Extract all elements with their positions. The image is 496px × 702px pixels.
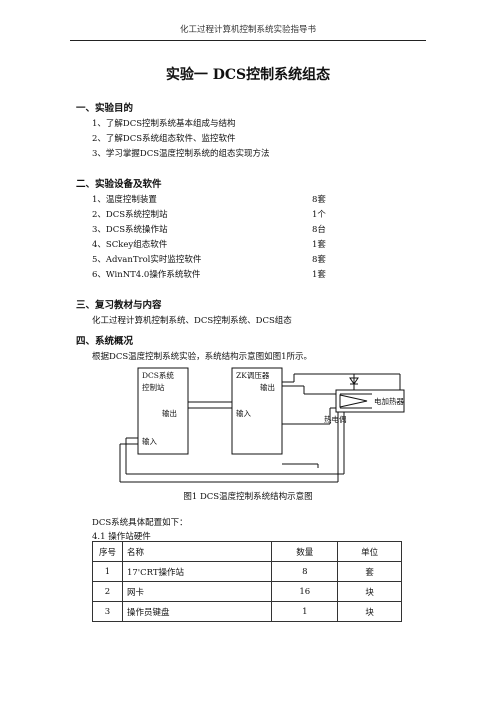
equipment-item: 5、AdvanTrol实时监控软件 [92, 255, 202, 265]
zk-box [231, 367, 283, 455]
table-row: 1 17'CRT操作站 8 套 [92, 561, 402, 582]
table-header-cell: 单位 [337, 541, 402, 562]
section-heading-overview: 四、系统概况 [76, 336, 134, 347]
table-cell: 8 [271, 561, 339, 582]
dcs-output-label: 输出 [162, 409, 177, 418]
materials-text: 化工过程计算机控制系统、DCS控制系统、DCS组态 [92, 316, 292, 326]
equipment-qty: 8套 [312, 195, 326, 205]
table-header-cell: 名称 [121, 541, 273, 562]
overview-text: 根据DCS温度控制系统实验，系统结构示意图如图1所示。 [92, 352, 313, 362]
dcs-input-label: 输入 [142, 437, 157, 446]
table-cell: 操作员键盘 [121, 601, 273, 622]
equipment-qty: 1个 [312, 210, 326, 220]
diagram-lines [119, 367, 405, 483]
dcs-label: DCS系统 [142, 371, 174, 380]
table-cell: 1 [92, 561, 123, 582]
equipment-qty: 1套 [312, 240, 326, 250]
zk-input-label: 输入 [236, 409, 251, 418]
equipment-item: 1、温度控制装置 [92, 195, 157, 205]
thermocouple-label: 热电偶 [324, 415, 347, 424]
equipment-item: 2、DCS系统控制站 [92, 210, 168, 220]
figure-caption: 图1 DCS温度控制系统结构示意图 [183, 492, 313, 502]
thyristor-symbol [349, 374, 359, 390]
equipment-item: 6、WinNT4.0操作系统软件 [92, 270, 201, 280]
purpose-item: 3、学习掌握DCS温度控制系统的组态实现方法 [92, 149, 270, 159]
section-heading-purpose: 一、实验目的 [76, 103, 134, 114]
table-cell: 17'CRT操作站 [121, 561, 273, 582]
page-title: 实验一 DCS控制系统组态 [165, 67, 331, 83]
purpose-item: 2、了解DCS系统组态软件、监控软件 [92, 134, 236, 144]
heater-box [335, 389, 405, 413]
table-cell: 3 [92, 601, 123, 622]
equipment-qty: 1套 [312, 270, 326, 280]
table-header-row: 序号 名称 数量 单位 [92, 541, 402, 562]
equipment-qty: 8套 [312, 255, 326, 265]
zk-label: ZK调压器 [236, 371, 270, 380]
table-header-cell: 序号 [92, 541, 123, 562]
table-cell: 1 [271, 601, 339, 622]
table-row: 2 网卡 16 块 [92, 581, 402, 602]
equipment-item: 4、SCkey组态软件 [92, 240, 168, 250]
table-header-cell: 数量 [271, 541, 339, 562]
system-structure-diagram: DCS系统 控制站 输出 输入 ZK调压器 输出 输入 电加热器 热电偶 [118, 364, 414, 488]
purpose-item: 1、了解DCS控制系统基本组成与结构 [92, 119, 236, 129]
equipment-qty: 8台 [312, 225, 326, 235]
running-header: 化工过程计算机控制系统实验指导书 [70, 20, 426, 41]
table-cell: 16 [271, 581, 339, 602]
equipment-item: 3、DCS系统操作站 [92, 225, 168, 235]
table-cell: 网卡 [121, 581, 273, 602]
table-cell: 套 [337, 561, 402, 582]
heater-label: 电加热器 [374, 397, 404, 406]
hardware-table: 序号 名称 数量 单位 1 17'CRT操作站 8 套 2 网卡 16 块 3 … [92, 541, 402, 622]
dcs-box [137, 367, 189, 455]
section-heading-materials: 三、复习教材与内容 [76, 300, 162, 311]
dcs-label: 控制站 [142, 383, 165, 392]
config-subheading: 4.1 操作站硬件 [92, 532, 151, 542]
config-intro: DCS系统具体配置如下： [92, 518, 188, 528]
section-heading-equipment: 二、实验设备及软件 [76, 179, 162, 190]
table-cell: 块 [337, 581, 402, 602]
table-cell: 2 [92, 581, 123, 602]
table-row: 3 操作员键盘 1 块 [92, 601, 402, 622]
table-cell: 块 [337, 601, 402, 622]
zk-output-label: 输出 [260, 383, 275, 392]
